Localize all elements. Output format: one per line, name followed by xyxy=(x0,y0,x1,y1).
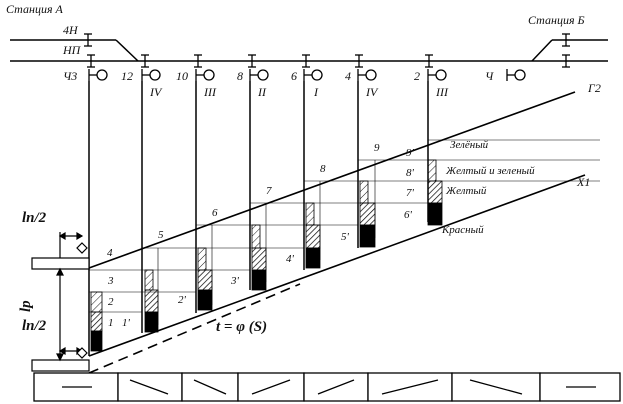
svg-text:1: 1 xyxy=(108,317,114,329)
svg-text:2: 2 xyxy=(108,296,114,308)
svg-text:9: 9 xyxy=(374,142,380,154)
svg-text:8: 8 xyxy=(237,69,243,83)
signal-4: 4 IV xyxy=(345,69,379,99)
svg-text:3': 3' xyxy=(230,275,240,287)
svg-text:8': 8' xyxy=(406,167,415,179)
dim-ln-half-top: lп/2 xyxy=(22,210,47,226)
svg-text:Ч: Ч xyxy=(485,69,494,83)
svg-text:6: 6 xyxy=(212,207,218,219)
svg-text:III: III xyxy=(203,85,217,99)
svg-text:12: 12 xyxy=(121,69,133,83)
upper-line-label: Г2 xyxy=(587,81,601,95)
svg-text:Зелёный: Зелёный xyxy=(450,139,489,151)
svg-text:6: 6 xyxy=(291,69,297,83)
svg-text:IV: IV xyxy=(365,85,379,99)
svg-text:9': 9' xyxy=(406,147,415,159)
svg-text:1': 1' xyxy=(122,317,131,329)
track-nn-label: НП xyxy=(62,43,82,57)
svg-text:2: 2 xyxy=(414,69,420,83)
svg-text:III: III xyxy=(435,85,449,99)
dimension-markers xyxy=(31,231,90,372)
svg-text:4: 4 xyxy=(345,69,351,83)
signal-6: 6 I xyxy=(291,69,323,99)
svg-text:7': 7' xyxy=(406,187,415,199)
svg-text:6': 6' xyxy=(404,209,413,221)
svg-text:5': 5' xyxy=(341,231,350,243)
svg-text:Красный: Красный xyxy=(441,224,484,236)
block-fills xyxy=(90,159,443,352)
signal-poles xyxy=(88,81,429,356)
svg-text:8: 8 xyxy=(320,163,326,175)
formula-label: t = φ (S) xyxy=(216,319,267,335)
aspect-legend: Зелёный Желтый и зеленый Желтый Красный xyxy=(441,139,535,236)
dim-lp: lр xyxy=(18,300,34,312)
signal-ch: Ч xyxy=(485,69,526,83)
station-a-label: Станция А xyxy=(6,2,64,16)
svg-text:I: I xyxy=(313,85,319,99)
svg-text:IV: IV xyxy=(149,85,163,99)
lower-line-label: Х1 xyxy=(576,175,590,189)
svg-text:Ч3: Ч3 xyxy=(63,69,77,83)
track-4n-label: 4Н xyxy=(63,23,79,37)
tracks xyxy=(10,39,608,62)
signal-ch3: Ч3 xyxy=(63,69,108,83)
svg-text:5: 5 xyxy=(158,229,164,241)
svg-text:2': 2' xyxy=(178,294,187,306)
signal-10: 10 III xyxy=(176,69,217,99)
upper-numbers: 4 5 6 7 8 9 xyxy=(107,142,380,259)
station-b-label: Станция Б xyxy=(528,13,585,27)
signal-12: 12 IV xyxy=(121,69,163,99)
svg-text:4: 4 xyxy=(107,247,113,259)
dim-ln-half-bottom: lп/2 xyxy=(22,318,47,334)
diagonal-lines xyxy=(88,91,586,374)
insulating-joints xyxy=(84,33,570,68)
bottom-block-strip xyxy=(33,372,621,402)
svg-text:II: II xyxy=(257,85,267,99)
svg-text:Желтый: Желтый xyxy=(445,185,487,197)
svg-text:3: 3 xyxy=(107,275,114,287)
signal-2: 2 III xyxy=(414,69,449,99)
block-labels: 1 2 3 1' 2' 3' 4' 5' 6' 7' 8' 9' xyxy=(107,147,415,329)
svg-text:10: 10 xyxy=(176,69,188,83)
svg-text:7: 7 xyxy=(266,185,272,197)
signal-8: 8 II xyxy=(237,69,269,99)
svg-text:Желтый и зеленый: Желтый и зеленый xyxy=(445,165,535,177)
svg-text:4': 4' xyxy=(286,253,295,265)
